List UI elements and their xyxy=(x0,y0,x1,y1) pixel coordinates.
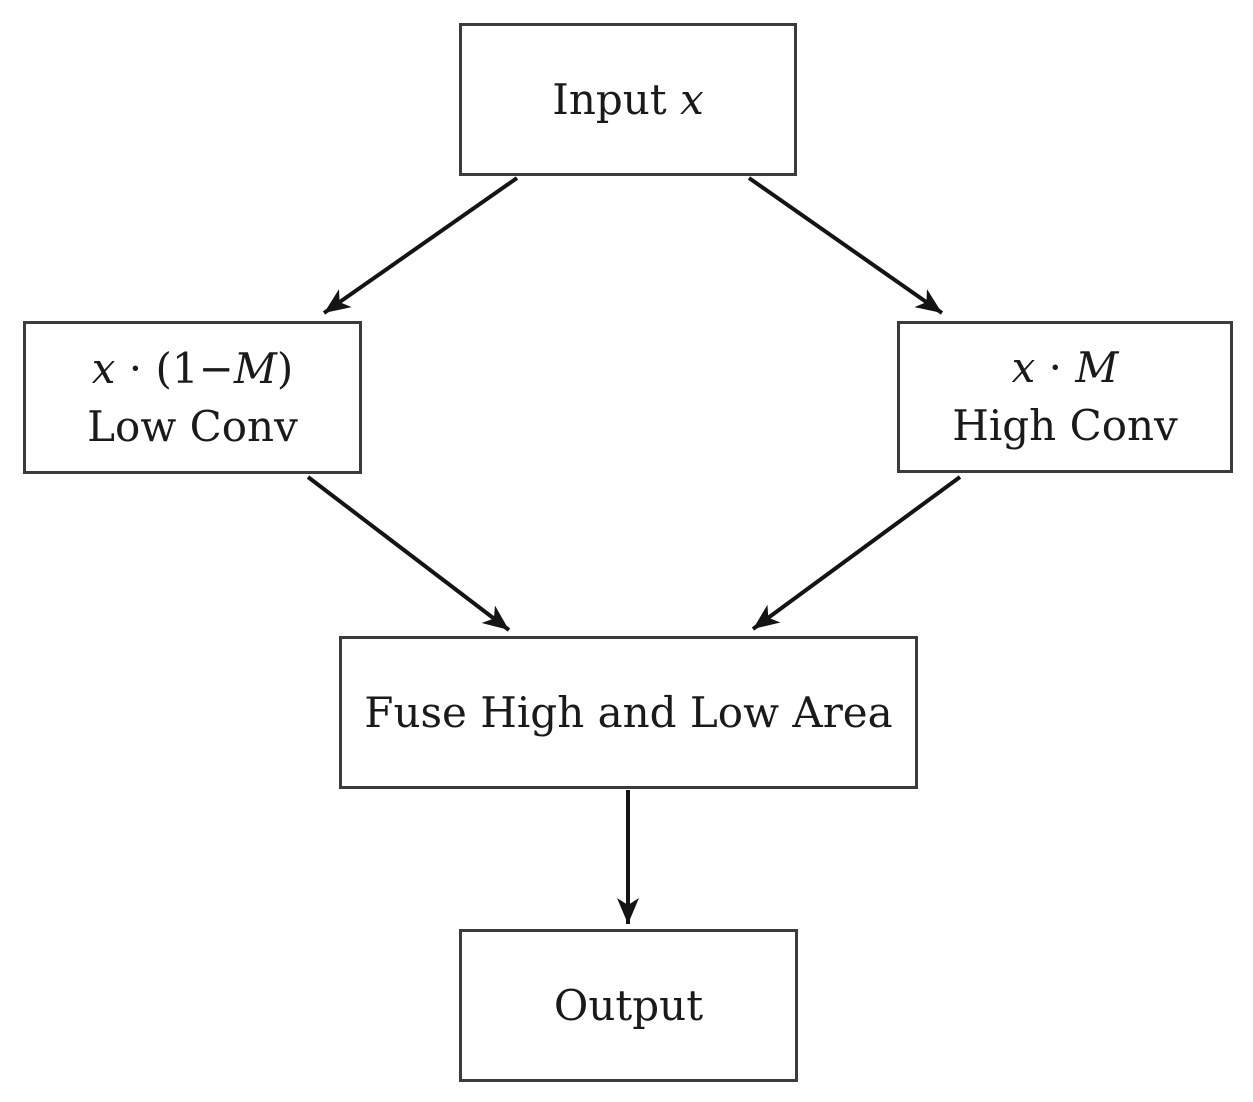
arrow-high-to-fuse xyxy=(751,475,962,631)
node-output-label: Output xyxy=(553,980,704,1030)
arrow-input-to-low xyxy=(322,176,519,315)
node-low-label: Low Conv xyxy=(87,401,298,451)
node-fuse-label: Fuse High and Low Area xyxy=(364,687,893,737)
node-low-conv: x · (1−M) Low Conv xyxy=(23,321,362,474)
node-high-conv: x · M High Conv xyxy=(897,321,1233,473)
node-low-formula: x · (1−M) xyxy=(91,343,294,393)
node-fuse: Fuse High and Low Area xyxy=(339,636,918,789)
node-high-label: High Conv xyxy=(952,401,1178,450)
node-input-label: Input x xyxy=(552,74,704,124)
node-high-formula: x · M xyxy=(1011,343,1119,393)
arrow-input-to-high xyxy=(747,176,944,315)
arrow-low-to-fuse xyxy=(306,475,511,632)
node-input: Input x xyxy=(459,23,797,176)
node-output: Output xyxy=(459,929,798,1082)
